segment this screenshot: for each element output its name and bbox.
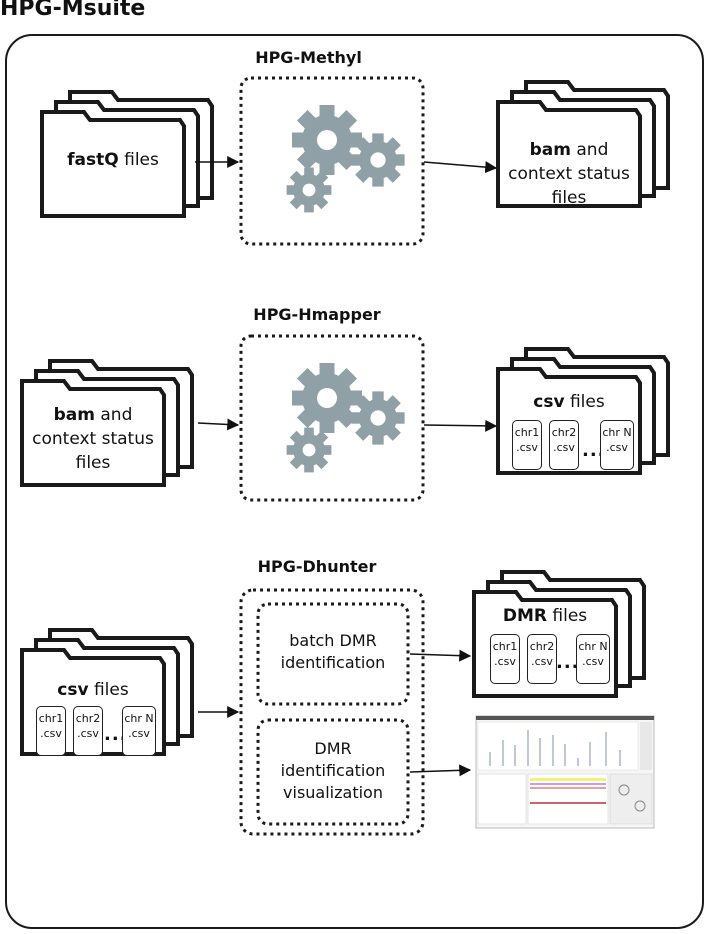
- chr-file: chr2 .csv: [527, 634, 557, 684]
- arrow: [197, 418, 240, 431]
- stage-title: HPG-Hmapper: [253, 305, 381, 324]
- input-files-label: bam and context status files: [32, 405, 154, 473]
- output-files-label: csv files: [533, 392, 605, 412]
- process-subbox: [256, 602, 410, 706]
- output-files-label: DMR files: [502, 606, 588, 626]
- ellipsis: ...: [582, 440, 606, 461]
- chr-file: chr1 .csv: [36, 706, 66, 756]
- input-files-label: fastQ files: [67, 150, 159, 170]
- chr-file: chr2 .csv: [73, 706, 103, 756]
- output-files-label: bam and context status files: [508, 140, 630, 208]
- arrow: [409, 764, 472, 777]
- chr-file: chr1 .csv: [490, 634, 520, 684]
- chr-file: chr N .csv: [122, 706, 156, 756]
- process-label: DMR identification visualization: [280, 739, 386, 802]
- process-label: batch DMR identification: [280, 631, 386, 672]
- stage-title: HPG-Dhunter: [257, 557, 377, 576]
- chr-file: chr N .csv: [600, 420, 634, 470]
- chr-file: chr N .csv: [576, 634, 610, 684]
- gears-icon: [286, 363, 405, 473]
- input-files-label: csv files: [57, 680, 129, 700]
- suite-frame: [5, 34, 704, 929]
- process-box: [239, 588, 425, 836]
- arrow: [409, 649, 472, 662]
- chr-file: chr2 .csv: [549, 420, 579, 470]
- arrow: [423, 161, 498, 174]
- ellipsis: ...: [104, 724, 128, 745]
- process-subbox: [256, 718, 410, 826]
- process-box: [239, 76, 425, 246]
- chr-file: chr1 .csv: [512, 420, 542, 470]
- ellipsis: ...: [556, 652, 580, 673]
- arrow: [423, 419, 498, 432]
- suite-title: HPG-Msuite: [0, 0, 146, 21]
- gears-icon: [286, 105, 405, 213]
- stage-title: HPG-Methyl: [255, 48, 362, 67]
- screenshot-thumbnail: [475, 715, 655, 829]
